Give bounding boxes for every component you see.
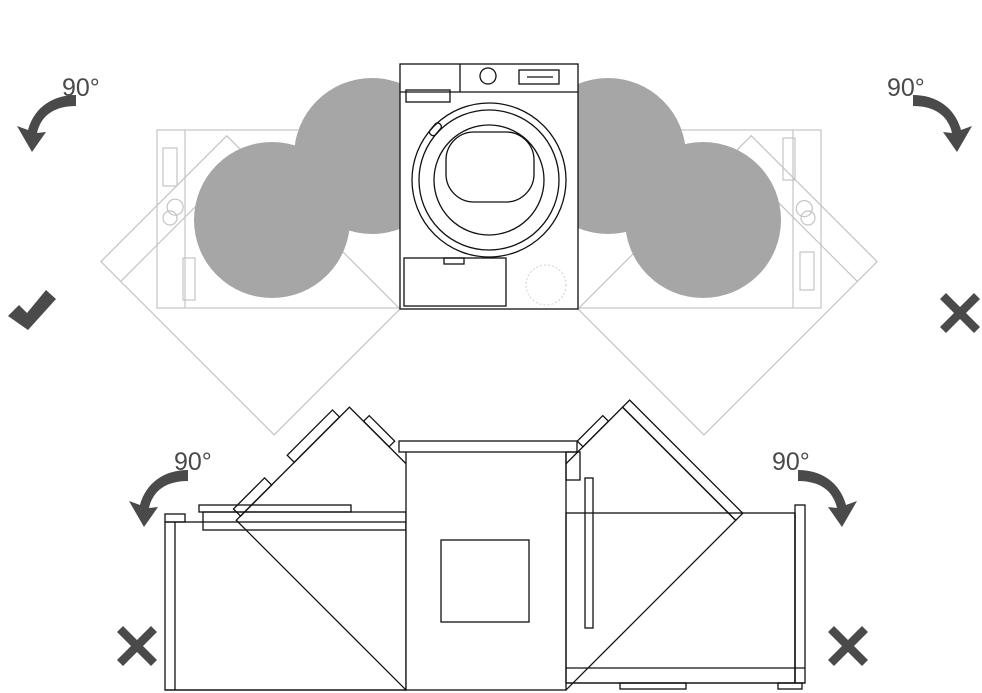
front-tilt-illustration: 90° 90° — [8, 63, 980, 436]
washer-side-right-90 — [565, 477, 806, 690]
washer-side-upright — [398, 440, 581, 691]
curved-arrow-top-right-icon — [913, 95, 972, 152]
curved-arrow-bottom-right-icon — [798, 470, 857, 527]
drum-right-90 — [625, 142, 781, 298]
washer-front-upright — [399, 63, 579, 310]
cross-icon-top-right — [940, 293, 980, 333]
washer-side-left-90 — [164, 504, 407, 691]
cross-icon-bottom-left — [117, 626, 157, 666]
check-icon — [8, 290, 56, 330]
curved-arrow-top-left-icon — [17, 95, 76, 152]
cross-icon-bottom-right — [828, 626, 868, 666]
side-tilt-illustration: 90° 90° — [117, 399, 868, 691]
curved-arrow-bottom-left-icon — [129, 470, 188, 527]
